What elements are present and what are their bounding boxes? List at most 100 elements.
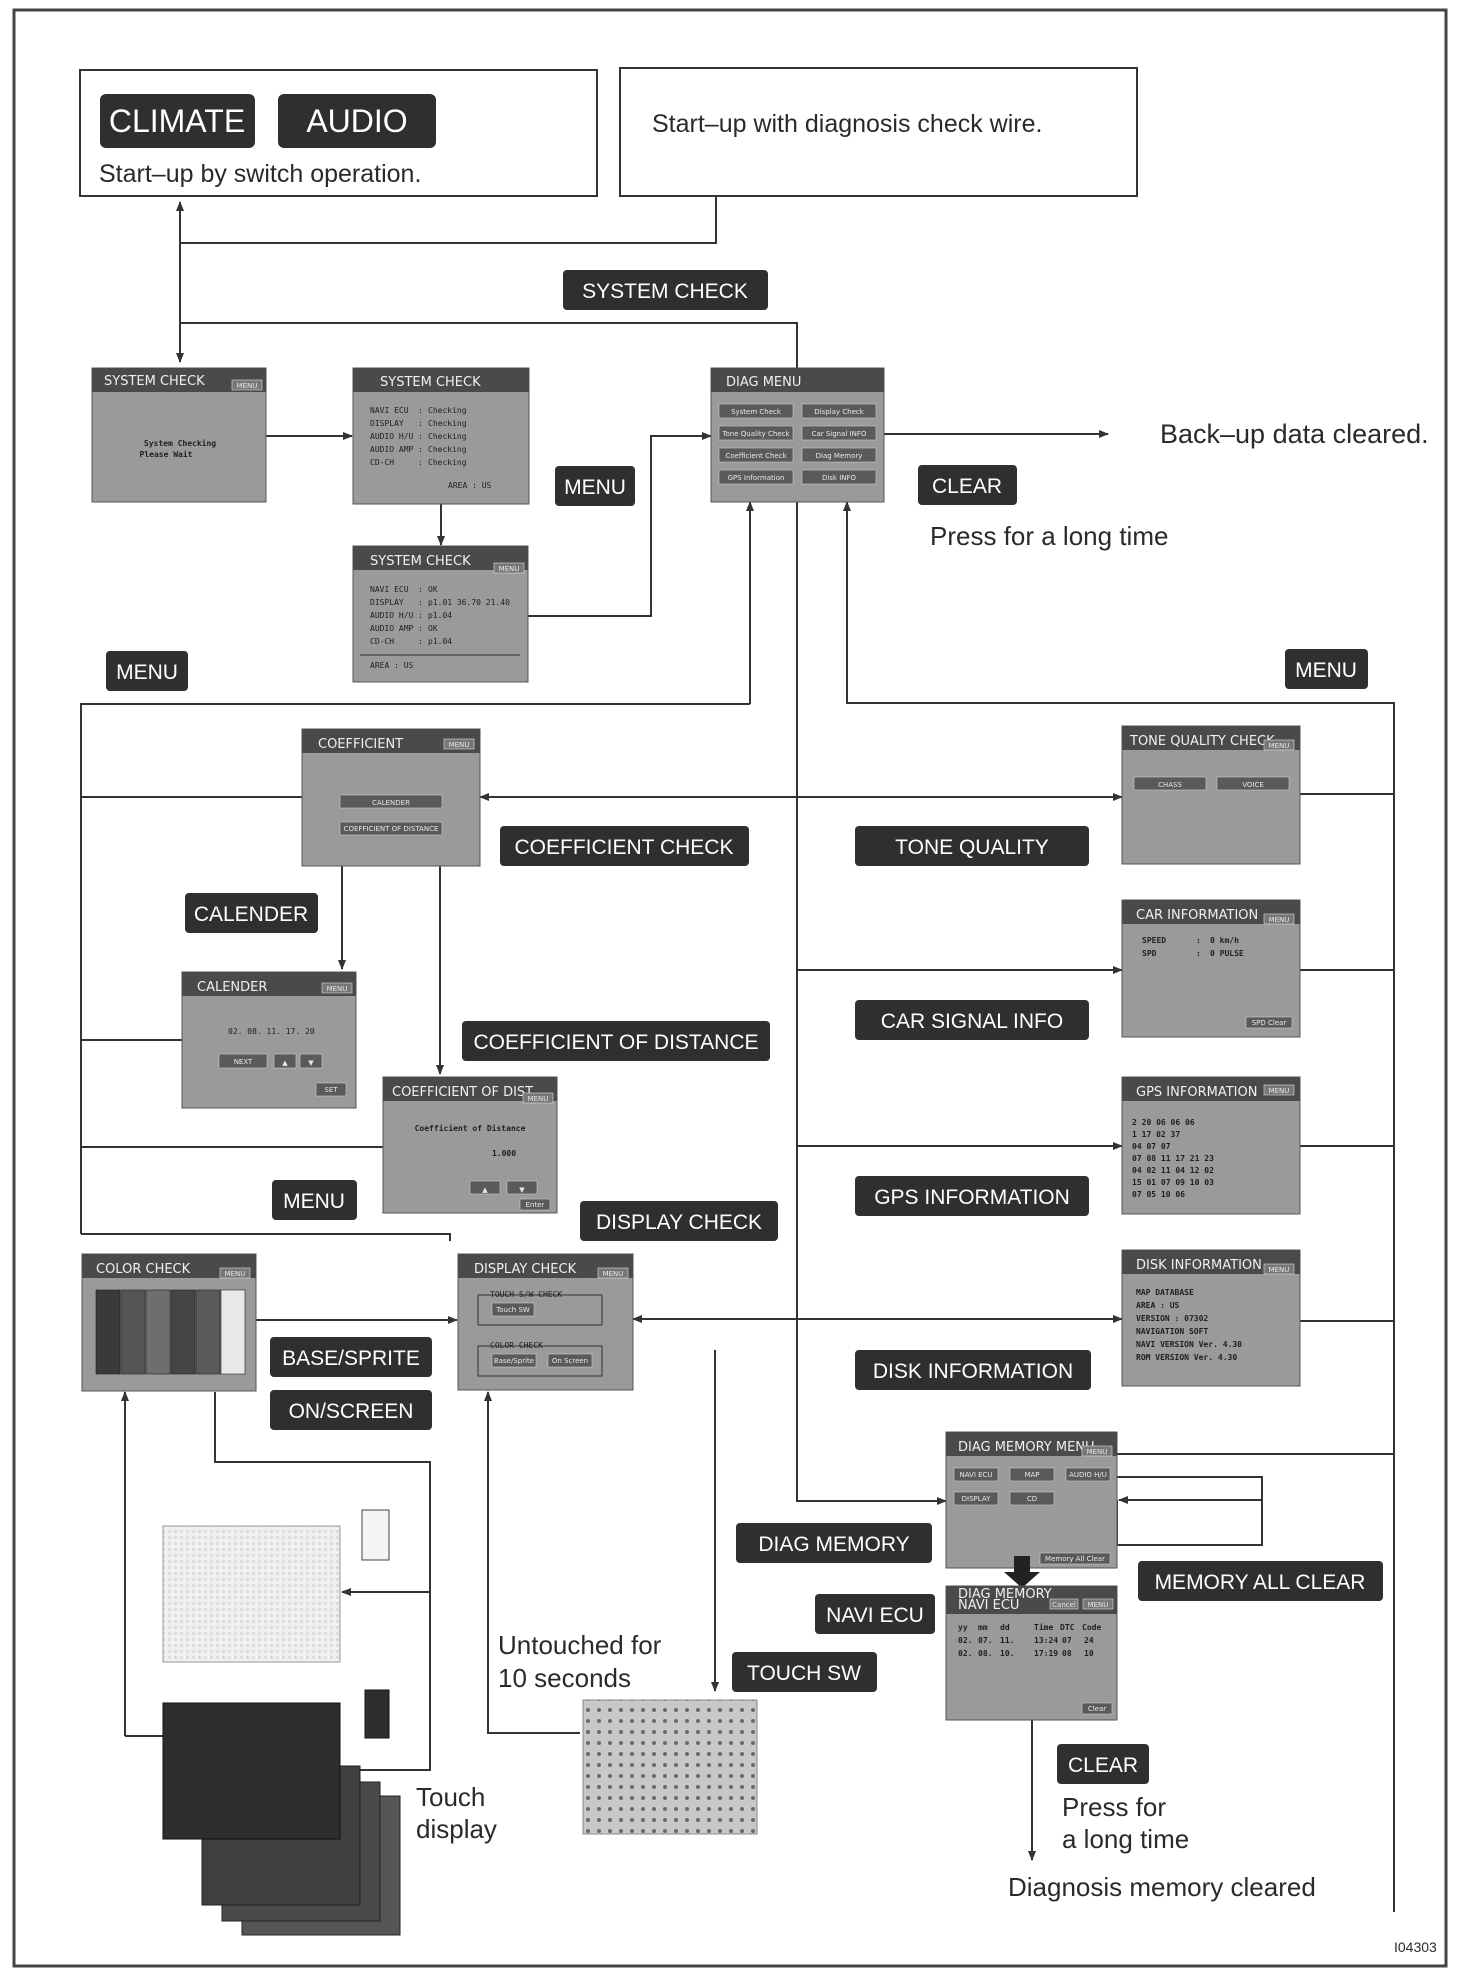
syscheck2-row-3: AUDIO H/U:Checking (370, 432, 467, 441)
screen-system-check-1: SYSTEM CHECK MENU System Checking Please… (91, 367, 267, 503)
disk-row-5: NAVI VERSION Ver. 4.30 (1136, 1340, 1242, 1349)
coefficient-menu: MENU (449, 741, 470, 749)
diag-memory-cleared-text: Diagnosis memory cleared (1008, 1872, 1316, 1902)
base-sprite-label: BASE/SPRITE (282, 1347, 420, 1370)
touch-sw-label: TOUCH SW (747, 1662, 861, 1685)
syscheck3-rows: NAVI ECU:OK DISPLAY:p1.01 36.70 21.40 AU… (370, 585, 510, 646)
tone-btn-voice: VOICE (1242, 781, 1264, 789)
diagmenu-btn-2: Display Check (814, 408, 865, 416)
syscheck1-line-2: Please Wait (140, 449, 193, 459)
syscheck2-area: AREA : US (448, 481, 492, 490)
figure-id-text: I04303 (1394, 1939, 1437, 1955)
menu-label-3: MENU (1295, 659, 1357, 682)
carinfo-title: CAR INFORMATION (1136, 908, 1258, 923)
touch-sw-dot-panel (582, 1699, 758, 1835)
press-long-text: Press for a long time (930, 521, 1168, 551)
coefficient-btn-calender: CALENDER (372, 799, 410, 807)
diagmem2-title-1: DIAG MEMORY (958, 1587, 1052, 1602)
screen-diag-memory-menu: DIAG MEMORY MENU MENU NAVI ECU MAP AUDIO… (945, 1431, 1118, 1569)
coefdist-enter: Enter (526, 1201, 545, 1209)
menu-label-1: MENU (564, 476, 626, 499)
syscheck3-row-4: AUDIO AMP:OK (370, 624, 438, 633)
system-check-label: SYSTEM CHECK (582, 280, 748, 303)
color-bars (95, 1289, 246, 1375)
diagmem-btn-cd: CD (1027, 1495, 1037, 1503)
calender-date: 02. 08. 11. 17. 20 (228, 1027, 315, 1036)
coefficient-title: COEFFICIENT (318, 737, 403, 752)
diagmenu-btn-8: Disk INFO (822, 474, 857, 482)
switch-startup-box: CLIMATE AUDIO Start–up by switch operati… (79, 69, 598, 197)
calender-menu: MENU (327, 985, 348, 993)
carinfo-row-2: SPD:0 PULSE (1142, 949, 1244, 958)
screen-color-check: COLOR CHECK MENU (81, 1253, 257, 1392)
plain-texts: Back–up data cleared. Press for a long t… (416, 419, 1437, 1955)
screen-system-check-3: SYSTEM CHECK MENU NAVI ECU:OK DISPLAY:p1… (352, 545, 529, 683)
wire-startup-box: Start–up with diagnosis check wire. (619, 67, 1138, 197)
syscheck2-row-4: AUDIO AMP:Checking (370, 445, 467, 454)
calender-title: CALENDER (197, 980, 267, 995)
calender-next: NEXT (234, 1058, 253, 1066)
diagmenu-btn-6: Diag Memory (816, 452, 863, 460)
untouched-line-1: Untouched for (498, 1630, 662, 1660)
gps-row-1: 2 20 06 06 06 (1132, 1118, 1195, 1127)
coefdist-heading: Coefficient of Distance (415, 1123, 526, 1133)
diag-memory-label: DIAG MEMORY (758, 1533, 909, 1556)
diagmem2-menu: MENU (1088, 1601, 1109, 1609)
touch-display-line-1: Touch (416, 1782, 485, 1812)
colorcheck-title: COLOR CHECK (96, 1262, 191, 1277)
diagmenu-btn-3: Tone Quality Check (721, 430, 790, 438)
disk-information-label: DISK INFORMATION (873, 1360, 1073, 1383)
gps-row-2: 1 17 02 37 (1132, 1130, 1180, 1139)
wire-startup-text: Start–up with diagnosis check wire. (652, 110, 1042, 138)
connector-lines (80, 196, 1395, 1912)
on-screen-display-stack (162, 1689, 401, 1936)
diagmem-menu: MENU (1087, 1448, 1108, 1456)
diagmenu-btn-1: System Check (731, 408, 782, 416)
syscheck3-menu: MENU (499, 565, 520, 573)
gps-title: GPS INFORMATION (1136, 1085, 1257, 1100)
displaycheck-menu: MENU (603, 1270, 624, 1278)
down-arrow-icon (1004, 1556, 1040, 1588)
calender-label: CALENDER (194, 903, 308, 926)
tone-menu: MENU (1269, 742, 1290, 750)
screen-system-check-2: SYSTEM CHECK NAVI ECU:Checking DISPLAY:C… (352, 367, 530, 505)
coefficient-check-label: COEFFICIENT CHECK (515, 836, 734, 859)
displaycheck-touch-sw-btn: Touch SW (495, 1306, 530, 1314)
syscheck2-title: SYSTEM CHECK (380, 375, 481, 390)
clear-label-1: CLEAR (932, 475, 1002, 498)
screen-display-check: DISPLAY CHECK MENU TOUCH S/W CHECK Touch… (457, 1253, 634, 1391)
calender-set: SET (324, 1086, 338, 1094)
climate-label-bg (100, 94, 255, 148)
tone-btn-chass: CHASS (1158, 781, 1182, 789)
displaycheck-group-1: TOUCH S/W CHECK (490, 1290, 562, 1299)
carinfo-row-1: SPEED:0 km/h (1142, 936, 1239, 945)
menu-label-4: MENU (283, 1190, 345, 1213)
navi-ecu-label: NAVI ECU (826, 1604, 924, 1627)
syscheck2-row-1: NAVI ECU:Checking (370, 406, 467, 415)
gps-information-label: GPS INFORMATION (874, 1186, 1070, 1209)
syscheck3-row-3: AUDIO H/U:p1.04 (370, 611, 452, 620)
diagmem-btn-navi: NAVI ECU (959, 1471, 992, 1479)
base-sprite-display (162, 1509, 390, 1663)
calender-up: ▲ (282, 1059, 288, 1067)
displaycheck-base-sprite-btn: Base/Sprite (494, 1357, 534, 1365)
syscheck2-row-5: CD-CH:Checking (370, 458, 467, 467)
diagmem-title: DIAG MEMORY MENU (958, 1440, 1095, 1455)
coefficient-of-distance-label: COEFFICIENT OF DISTANCE (473, 1031, 758, 1054)
disk-row-3: VERSION : 07302 (1136, 1314, 1208, 1323)
page-frame (12, 8, 1448, 1968)
color-bar (95, 1289, 121, 1375)
screen-coefficient-of-distance: COEFFICIENT OF DIST. MENU Coefficient of… (382, 1076, 558, 1214)
dark-labels: SYSTEM CHECK MENU CLEAR MENU MENU COEFFI… (106, 270, 1383, 1784)
calender-down: ▼ (308, 1059, 314, 1067)
disk-row-6: ROM VERSION Ver. 4.30 (1136, 1353, 1237, 1362)
screen-gps-information: GPS INFORMATION MENU 2 20 06 06 06 1 17 … (1121, 1076, 1301, 1215)
coefdist-down: ▼ (519, 1186, 525, 1194)
diagmem2-title-2: NAVI ECU (958, 1598, 1019, 1613)
diagmem-clear-btn: Memory All Clear (1045, 1555, 1105, 1563)
displaycheck-on-screen-btn: On Screen (552, 1357, 588, 1365)
